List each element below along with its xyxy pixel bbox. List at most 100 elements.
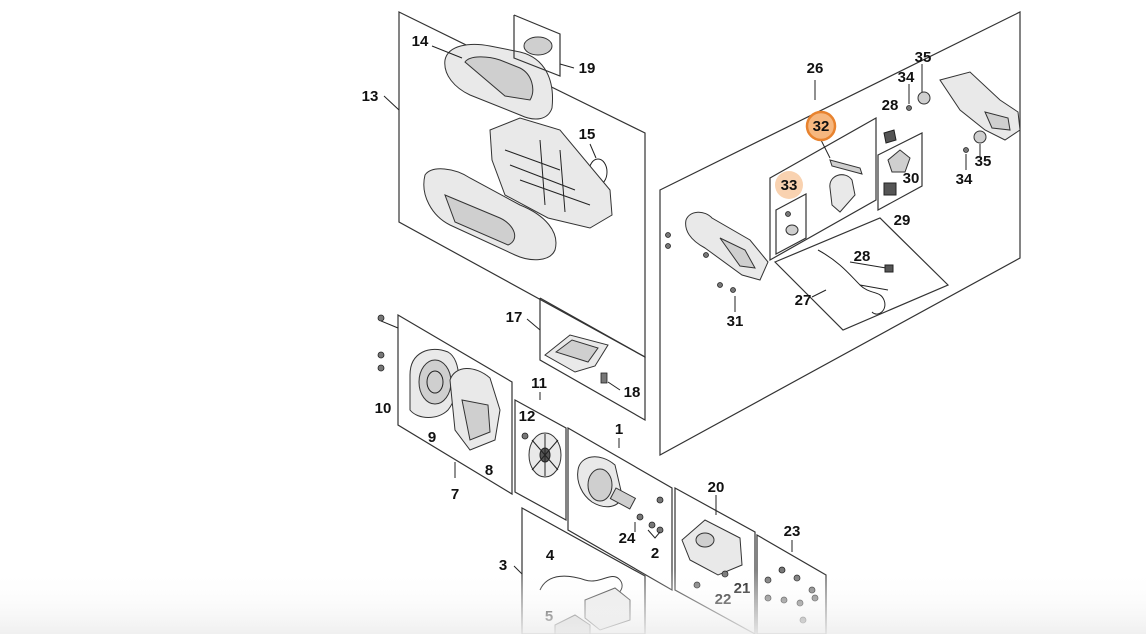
callout-9[interactable]: 9	[428, 429, 436, 446]
part-9-volute-center	[418, 359, 452, 405]
callout-30[interactable]: 30	[903, 170, 920, 187]
part-34-screw-bottom	[963, 147, 969, 153]
box-group-33	[775, 193, 807, 255]
leader-14	[431, 45, 463, 59]
leader-19	[559, 63, 575, 69]
screw-10c	[377, 364, 385, 372]
part-27-harness	[817, 249, 886, 315]
part-34-screw-top	[906, 105, 912, 111]
leader-13	[383, 95, 400, 111]
callout-14[interactable]: 14	[412, 33, 429, 50]
screw-24	[636, 513, 644, 521]
box-group-1	[567, 426, 673, 592]
group-17-filter	[526, 297, 646, 422]
part-32-lever	[829, 159, 863, 175]
callout-19[interactable]: 19	[579, 60, 596, 77]
part-32-trigger	[829, 174, 856, 213]
callout-32[interactable]: 32	[813, 118, 830, 135]
callout-28-bottom[interactable]: 28	[854, 248, 871, 265]
box-group-32	[769, 116, 877, 262]
part-27-harness-branch	[849, 261, 889, 291]
callout-labels: 14 19 13 15 17 18 10 9 8 7 11 12 1 24 2 …	[362, 33, 992, 625]
screw-31a	[665, 232, 671, 238]
part-13-frame-ribs	[504, 139, 591, 213]
part-33-pin	[785, 211, 791, 217]
callout-32-highlight[interactable]	[805, 110, 837, 142]
part-33-spring	[785, 224, 799, 236]
part-29-switch-cap	[887, 149, 911, 173]
part-30-microswitch	[883, 182, 897, 196]
part-26-handle-left-inner	[719, 237, 756, 269]
group-11-impeller	[514, 392, 567, 522]
screw-31e	[730, 287, 736, 293]
part-8-duct-inner	[461, 399, 491, 441]
part-28-connector	[884, 264, 894, 273]
bottom-fade	[0, 570, 1146, 634]
screw-2a	[656, 496, 664, 504]
box-group-26	[659, 11, 1021, 457]
part-18-screw	[600, 372, 608, 384]
leader-17	[526, 318, 541, 331]
callout-18[interactable]: 18	[624, 384, 641, 401]
callout-27[interactable]: 27	[795, 292, 812, 309]
callout-34-bottom[interactable]: 34	[956, 171, 973, 188]
callout-33[interactable]: 33	[781, 177, 798, 194]
part-26-handle-right-grip	[984, 111, 1011, 131]
screw-2b	[648, 521, 656, 529]
leader-2	[647, 529, 661, 539]
callout-2[interactable]: 2	[651, 545, 659, 562]
callout-35-top[interactable]: 35	[915, 49, 932, 66]
callout-34-top[interactable]: 34	[898, 69, 915, 86]
callout-12[interactable]: 12	[519, 408, 536, 425]
callout-20[interactable]: 20	[708, 479, 725, 496]
group-13-housing	[383, 11, 646, 359]
callout-13[interactable]: 13	[362, 88, 379, 105]
group-26-handle	[659, 11, 1021, 457]
part-11-blades	[531, 434, 559, 476]
part-13-lower-shell-inner	[444, 194, 516, 246]
callout-11[interactable]: 11	[531, 375, 547, 392]
callout-1[interactable]: 1	[615, 421, 623, 438]
box-group-20	[674, 486, 756, 634]
callout-26[interactable]: 26	[807, 60, 824, 77]
callout-33-highlight[interactable]	[775, 171, 803, 199]
part-14-top-cover-inner	[464, 56, 534, 101]
callout-24[interactable]: 24	[619, 530, 636, 547]
part-28-clip-top	[883, 129, 897, 144]
screw-2c	[656, 526, 664, 534]
callout-17[interactable]: 17	[506, 309, 523, 326]
leader-32	[820, 139, 831, 159]
callout-8[interactable]: 8	[485, 462, 493, 479]
screw-10b	[377, 351, 385, 359]
group-1-motor	[567, 426, 673, 592]
box-group-11	[514, 398, 567, 522]
callout-31[interactable]: 31	[727, 313, 744, 330]
callout-28-top[interactable]: 28	[882, 97, 899, 114]
part-20-gearbox	[681, 519, 743, 576]
leader-27	[811, 289, 827, 298]
callout-35-bottom[interactable]: 35	[975, 153, 992, 170]
box-group-27	[773, 217, 950, 331]
screw-10a-shaft	[380, 320, 399, 329]
callout-29[interactable]: 29	[894, 212, 911, 229]
callout-15[interactable]: 15	[579, 126, 596, 143]
box-group-17	[539, 297, 646, 422]
part-19-cap	[523, 36, 553, 56]
part-17-filter-inner	[554, 339, 599, 363]
part-1-motor-shaft	[609, 487, 637, 510]
screw-31d	[717, 282, 723, 288]
part-1-motor-end	[587, 468, 613, 502]
part-35-nut-bottom	[973, 130, 987, 144]
box-group-19	[513, 14, 561, 77]
part-13-frame	[489, 117, 613, 229]
callout-10[interactable]: 10	[375, 400, 392, 417]
screw-31c	[703, 252, 709, 258]
callout-7[interactable]: 7	[451, 486, 459, 503]
part-35-nut-top	[917, 91, 931, 105]
box-group-7	[397, 313, 513, 496]
callout-4[interactable]: 4	[546, 547, 555, 564]
callout-3[interactable]: 3	[499, 557, 507, 574]
screw-10a	[377, 314, 385, 322]
part-9-volute-hub	[426, 370, 444, 394]
callout-23[interactable]: 23	[784, 523, 801, 540]
